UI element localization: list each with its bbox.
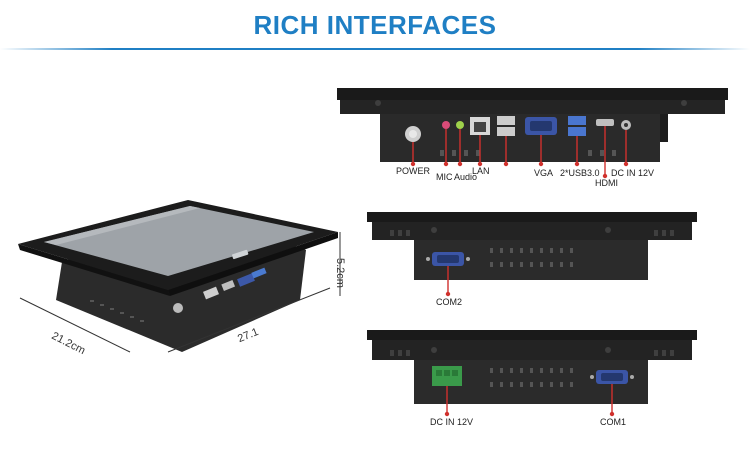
- label-usb3: 2*USB3.0: [560, 168, 600, 178]
- usb-port-icon: [497, 116, 515, 125]
- label-audio: Audio: [454, 172, 478, 182]
- logo-badge: [232, 249, 249, 260]
- bezel-top: [367, 330, 697, 340]
- label-com2: COM2: [436, 297, 463, 307]
- power-button-icon: [173, 303, 183, 313]
- label-lan: LAN: [472, 166, 490, 176]
- usb3-port-icon: [568, 116, 586, 125]
- bezel-top: [367, 212, 697, 222]
- label-power: POWER: [396, 166, 431, 176]
- audio-jack-icon: [456, 121, 464, 129]
- port-usb3-icon: [251, 267, 267, 279]
- bezel-top: [337, 88, 728, 100]
- label-dc-in-side: DC IN 12V: [430, 417, 474, 427]
- label-com1: COM1: [600, 417, 627, 427]
- port-vga-icon: [237, 273, 255, 287]
- port-lan-icon: [203, 286, 219, 300]
- page-title: RICH INTERFACES: [253, 10, 497, 40]
- label-dc-in: DC IN 12V: [611, 168, 655, 178]
- label-hdmi: HDMI: [595, 178, 618, 188]
- dimension-line-width: [19, 297, 131, 353]
- label-mic: MIC: [436, 172, 453, 182]
- label-vga: VGA: [534, 168, 554, 178]
- screen: [44, 206, 314, 276]
- title-divider: [0, 48, 750, 50]
- hdmi-port-icon: [596, 119, 614, 126]
- dimension-line-length: [167, 287, 331, 353]
- mic-jack-icon: [442, 121, 450, 129]
- port-usb-icon: [221, 279, 236, 291]
